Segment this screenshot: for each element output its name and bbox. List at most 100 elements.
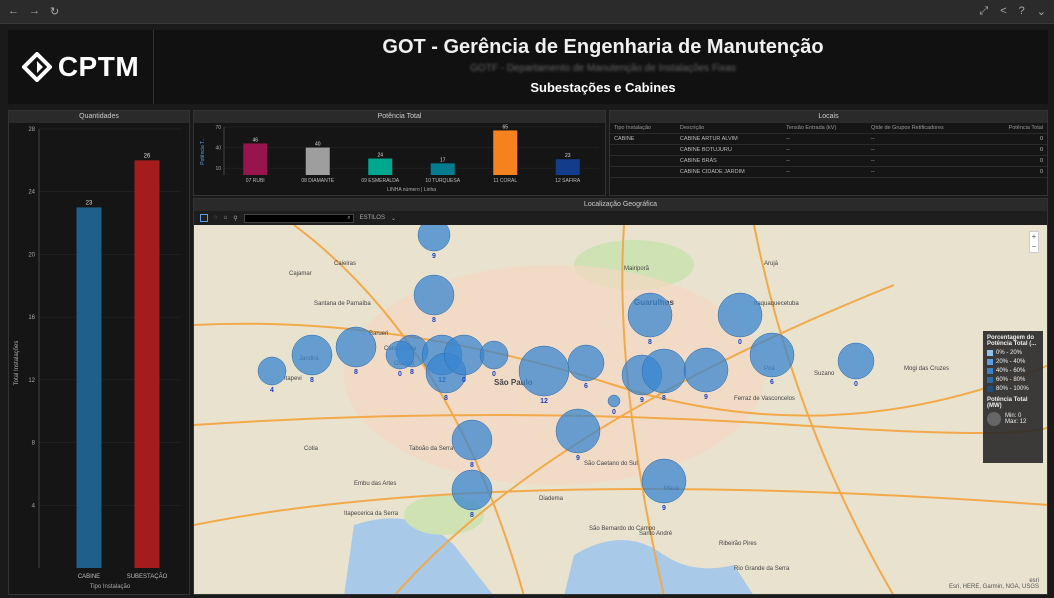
place-label: Ribeirão Pires <box>719 541 757 547</box>
col-potencia[interactable]: Potência Total <box>984 123 1047 134</box>
pan-icon[interactable]: ⌂ <box>223 215 228 221</box>
map-search-input[interactable]: ⌕ <box>243 213 354 223</box>
help-icon[interactable]: ? <box>1018 5 1025 17</box>
legend-swatch <box>987 359 993 365</box>
marker-value-label: 0 <box>462 377 466 384</box>
bar-line-7[interactable] <box>243 143 268 175</box>
logo-text: CPTM <box>57 51 140 82</box>
substation-marker[interactable] <box>837 342 875 380</box>
substation-marker[interactable] <box>335 326 377 368</box>
select-icon[interactable] <box>200 214 208 222</box>
marker-value-label: 9 <box>576 455 580 462</box>
marker-value-label: 6 <box>584 383 588 390</box>
substation-marker[interactable] <box>567 344 605 382</box>
substation-marker[interactable] <box>641 458 687 504</box>
place-label: Itapevi <box>284 376 302 382</box>
substation-marker[interactable] <box>641 348 687 394</box>
substation-marker[interactable] <box>451 469 493 511</box>
y-tick-label: 12 <box>28 378 35 384</box>
map-toolbar: ◌ ⌂ ⚲ ⌕ ESTILOS ⌄ <box>194 211 1047 225</box>
lasso-icon[interactable]: ◌ <box>214 215 218 221</box>
legend-min: Min: 0 <box>1005 413 1022 419</box>
col-tipo[interactable]: Tipo Instalação <box>610 123 676 134</box>
legend-item: 60% - 80% <box>996 377 1026 383</box>
bar-line-8[interactable] <box>305 147 330 175</box>
bar-line-10[interactable] <box>430 163 455 175</box>
col-descricao[interactable]: Descrição <box>675 123 783 134</box>
browser-toolbar: ← → ↻ ⤢ < ? ⌄ <box>0 0 1054 24</box>
marker-value-label: 8 <box>444 395 448 402</box>
y-axis-label: Potência T... <box>200 137 206 164</box>
place-label: São Paulo <box>494 378 533 387</box>
col-qtde[interactable]: Qtde de Grupos Retificadores <box>867 123 985 134</box>
substation-marker[interactable] <box>627 292 673 338</box>
place-label: Diadema <box>539 496 564 502</box>
substation-marker[interactable] <box>451 419 493 461</box>
substation-marker[interactable] <box>443 334 485 376</box>
cell: CABINE BRÁS <box>675 155 783 167</box>
substation-marker[interactable] <box>385 340 415 370</box>
highway <box>194 322 1047 417</box>
substation-marker[interactable] <box>749 332 795 378</box>
place-label: Arujá <box>764 261 779 267</box>
cell: 0 <box>984 155 1047 167</box>
substation-marker[interactable] <box>518 345 570 397</box>
substation-marker[interactable] <box>683 347 729 393</box>
locais-title: Locais <box>610 111 1047 123</box>
refresh-icon[interactable]: ↻ <box>50 6 60 18</box>
place-label: Suzano <box>814 371 835 377</box>
cell: CABINE CIDADE JARDIM <box>675 166 783 178</box>
marker-value-label: 8 <box>432 317 436 324</box>
marker-value-label: 8 <box>470 462 474 469</box>
substation-marker[interactable] <box>479 340 509 370</box>
table-row[interactable]: CABINE CIDADE JARDIM -- -- 0 <box>610 166 1047 178</box>
bar-line-9[interactable] <box>368 158 393 175</box>
zoom-out-icon[interactable]: − <box>1031 242 1037 251</box>
bar-line-12[interactable] <box>555 159 580 175</box>
x-axis-label: Tipo Instalação <box>90 584 131 590</box>
locate-icon[interactable]: ⚲ <box>233 215 238 222</box>
cell <box>610 155 676 167</box>
forward-icon[interactable]: → <box>29 5 40 17</box>
zoom-in-icon[interactable]: + <box>1031 232 1037 241</box>
expand-icon[interactable]: ⤢ <box>979 5 989 17</box>
share-icon[interactable]: < <box>1000 5 1007 17</box>
x-tick-label: 08 DIAMANTE <box>301 178 334 184</box>
quantidades-title: Quantidades <box>9 111 189 123</box>
place-label: Ferraz de Vasconcelos <box>734 396 795 402</box>
marker-value-label: 8 <box>470 512 474 519</box>
bar-subestação[interactable] <box>134 160 160 568</box>
cell: CABINE <box>610 133 676 145</box>
substation-marker[interactable] <box>413 274 455 316</box>
bar-cabine[interactable] <box>76 207 102 568</box>
substation-marker[interactable] <box>417 225 451 252</box>
y-tick-label: 4 <box>32 503 36 509</box>
legend-swatch <box>987 368 993 374</box>
marker-value-label: 0 <box>492 371 496 378</box>
reservoir <box>564 540 753 594</box>
zoom-controls[interactable]: + − <box>1029 231 1039 253</box>
bar-line-11[interactable] <box>493 130 518 175</box>
cell <box>610 144 676 156</box>
place-label: Santana de Parnaíba <box>314 301 371 307</box>
legend-swatch <box>987 377 993 383</box>
x-tick-label: 07 RUBI <box>246 178 265 184</box>
back-icon[interactable]: ← <box>8 5 19 17</box>
substation-marker[interactable] <box>291 334 333 376</box>
table-row[interactable]: CABINE CABINE ARTUR ALVIM -- -- 0 <box>610 133 1047 145</box>
substation-marker[interactable] <box>257 356 287 386</box>
bar-value-label: 23 <box>565 153 571 159</box>
chevron-down-icon[interactable]: ⌄ <box>1036 6 1046 18</box>
marker-value-label: 0 <box>612 409 616 416</box>
map-canvas[interactable]: GuarulhosSão PauloOsascoBarueriMogi das … <box>194 225 1047 594</box>
table-row[interactable]: CABINE BOTUJURU -- -- 0 <box>610 144 1047 156</box>
col-tensao[interactable]: Tensão Entrada (kV) <box>782 123 868 134</box>
y-tick-label: 8 <box>32 441 36 447</box>
estilos-button[interactable]: ESTILOS <box>359 215 385 221</box>
substation-marker[interactable] <box>607 394 621 408</box>
marker-value-label: 0 <box>854 381 858 388</box>
substation-marker[interactable] <box>717 292 763 338</box>
substation-marker[interactable] <box>555 408 601 454</box>
table-row[interactable]: CABINE BRÁS -- -- 0 <box>610 155 1047 167</box>
